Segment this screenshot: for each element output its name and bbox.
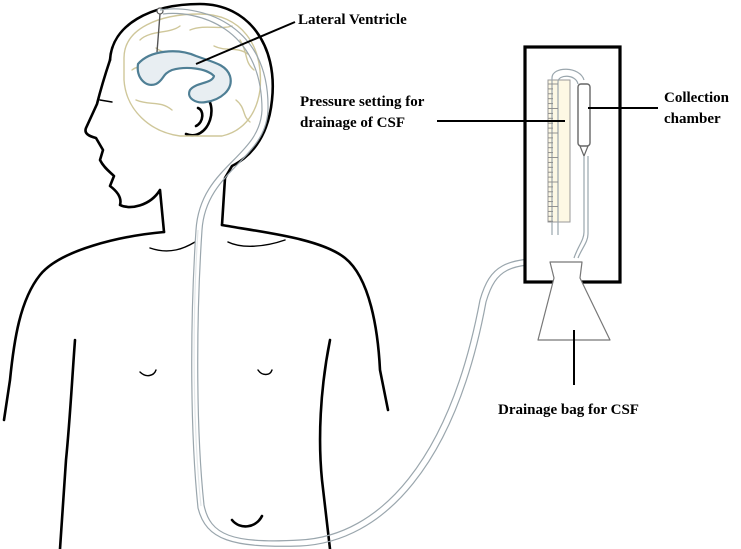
label-pressure-line2: drainage of CSF (300, 115, 405, 131)
drainage-bag (537, 261, 611, 341)
clavicles (149, 239, 286, 252)
eyebrow (99, 99, 113, 103)
lateral-ventricle (136, 50, 232, 104)
pressure-scale (547, 68, 585, 235)
nipples (139, 369, 273, 377)
collection-chamber (573, 83, 591, 259)
human-figure (2, 2, 390, 549)
left-shoulder (2, 230, 166, 422)
drainage-tube (159, 8, 556, 547)
label-lateral-ventricle: Lateral Ventricle (298, 12, 407, 28)
right-shoulder (220, 223, 390, 412)
label-collection-line2: chamber (664, 111, 721, 127)
label-drainage-bag: Drainage bag for CSF (498, 402, 639, 418)
left-flank (58, 338, 77, 549)
head-outline (108, 2, 275, 227)
ventricular-catheter (156, 7, 164, 53)
navel (230, 514, 264, 528)
drainage-device-frame (523, 45, 622, 284)
leader-lateral-ventricle (195, 21, 296, 65)
label-collection-line1: Collection (664, 90, 730, 106)
label-pressure-line1: Pressure setting for (300, 94, 425, 110)
face-profile (84, 58, 166, 234)
leader-lines (195, 21, 658, 385)
right-flank (318, 338, 332, 549)
